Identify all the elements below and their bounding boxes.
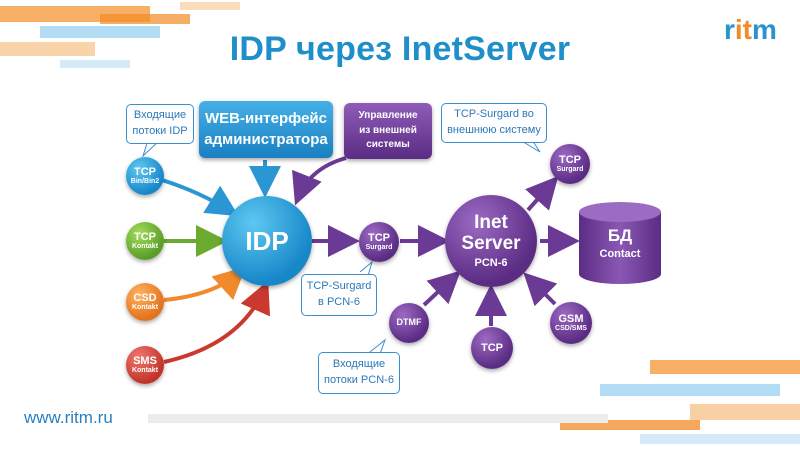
idp-node: IDP xyxy=(222,196,312,286)
csd-kontakt-node: CSD Kontakt xyxy=(126,283,164,321)
footer-url[interactable]: www.ritm.ru xyxy=(24,408,113,427)
database-icon xyxy=(579,202,661,284)
callout-pointer-pcn6 xyxy=(369,338,387,355)
external-control-box: Управление из внешней системы xyxy=(344,103,432,159)
inet-server-node: Inet Server PCN-6 xyxy=(445,195,537,287)
callout-incoming-pcn: Входящие потоки PCN-6 xyxy=(318,352,400,394)
footer-divider xyxy=(148,414,608,423)
arrow-tcp-bin xyxy=(161,178,239,217)
ritm-logo: ritm xyxy=(724,14,777,45)
arrow-csd xyxy=(163,266,246,302)
arrow-gsm-inet xyxy=(523,272,558,307)
callout-surgard-ext: TCP-Surgard во внешнюю систему xyxy=(441,103,547,143)
arrow-sms xyxy=(163,280,270,364)
tcp-surgard-mid-node: TCP Surgard xyxy=(359,222,399,262)
slide-title: IDP через InetServer xyxy=(229,30,571,68)
callout-pointer-pcn xyxy=(359,260,373,277)
tcp-surgard-top-node: TCP Surgard xyxy=(550,144,590,184)
arrow-ext xyxy=(292,156,347,206)
decor-top-left xyxy=(0,0,260,90)
dtmf-node: DTMF xyxy=(389,303,429,343)
tcp-bin-node: TCP Bin/Bin2 xyxy=(126,157,164,195)
callout-pointer-ext xyxy=(519,139,541,153)
arrow-inet-surgard-top xyxy=(525,176,559,212)
callout-surgard-pcn: TCP-Surgard в PCN-6 xyxy=(301,274,377,316)
gsm-node: GSM CSD/SMS xyxy=(550,302,592,344)
sms-kontakt-node: SMS Kontakt xyxy=(126,346,164,384)
database-label: БД Contact xyxy=(599,226,641,260)
tcp-kontakt-node: TCP Kontakt xyxy=(126,222,164,260)
callout-pointer-idp xyxy=(141,139,161,158)
callout-incoming-idp: Входящие потоки IDP xyxy=(126,104,194,144)
web-admin-box: WEB-интерфейс администратора xyxy=(199,101,333,158)
decor-bottom-right xyxy=(540,350,800,450)
arrow-dtmf-inet xyxy=(422,270,461,307)
tcp-pcn-node: TCP xyxy=(471,327,513,369)
